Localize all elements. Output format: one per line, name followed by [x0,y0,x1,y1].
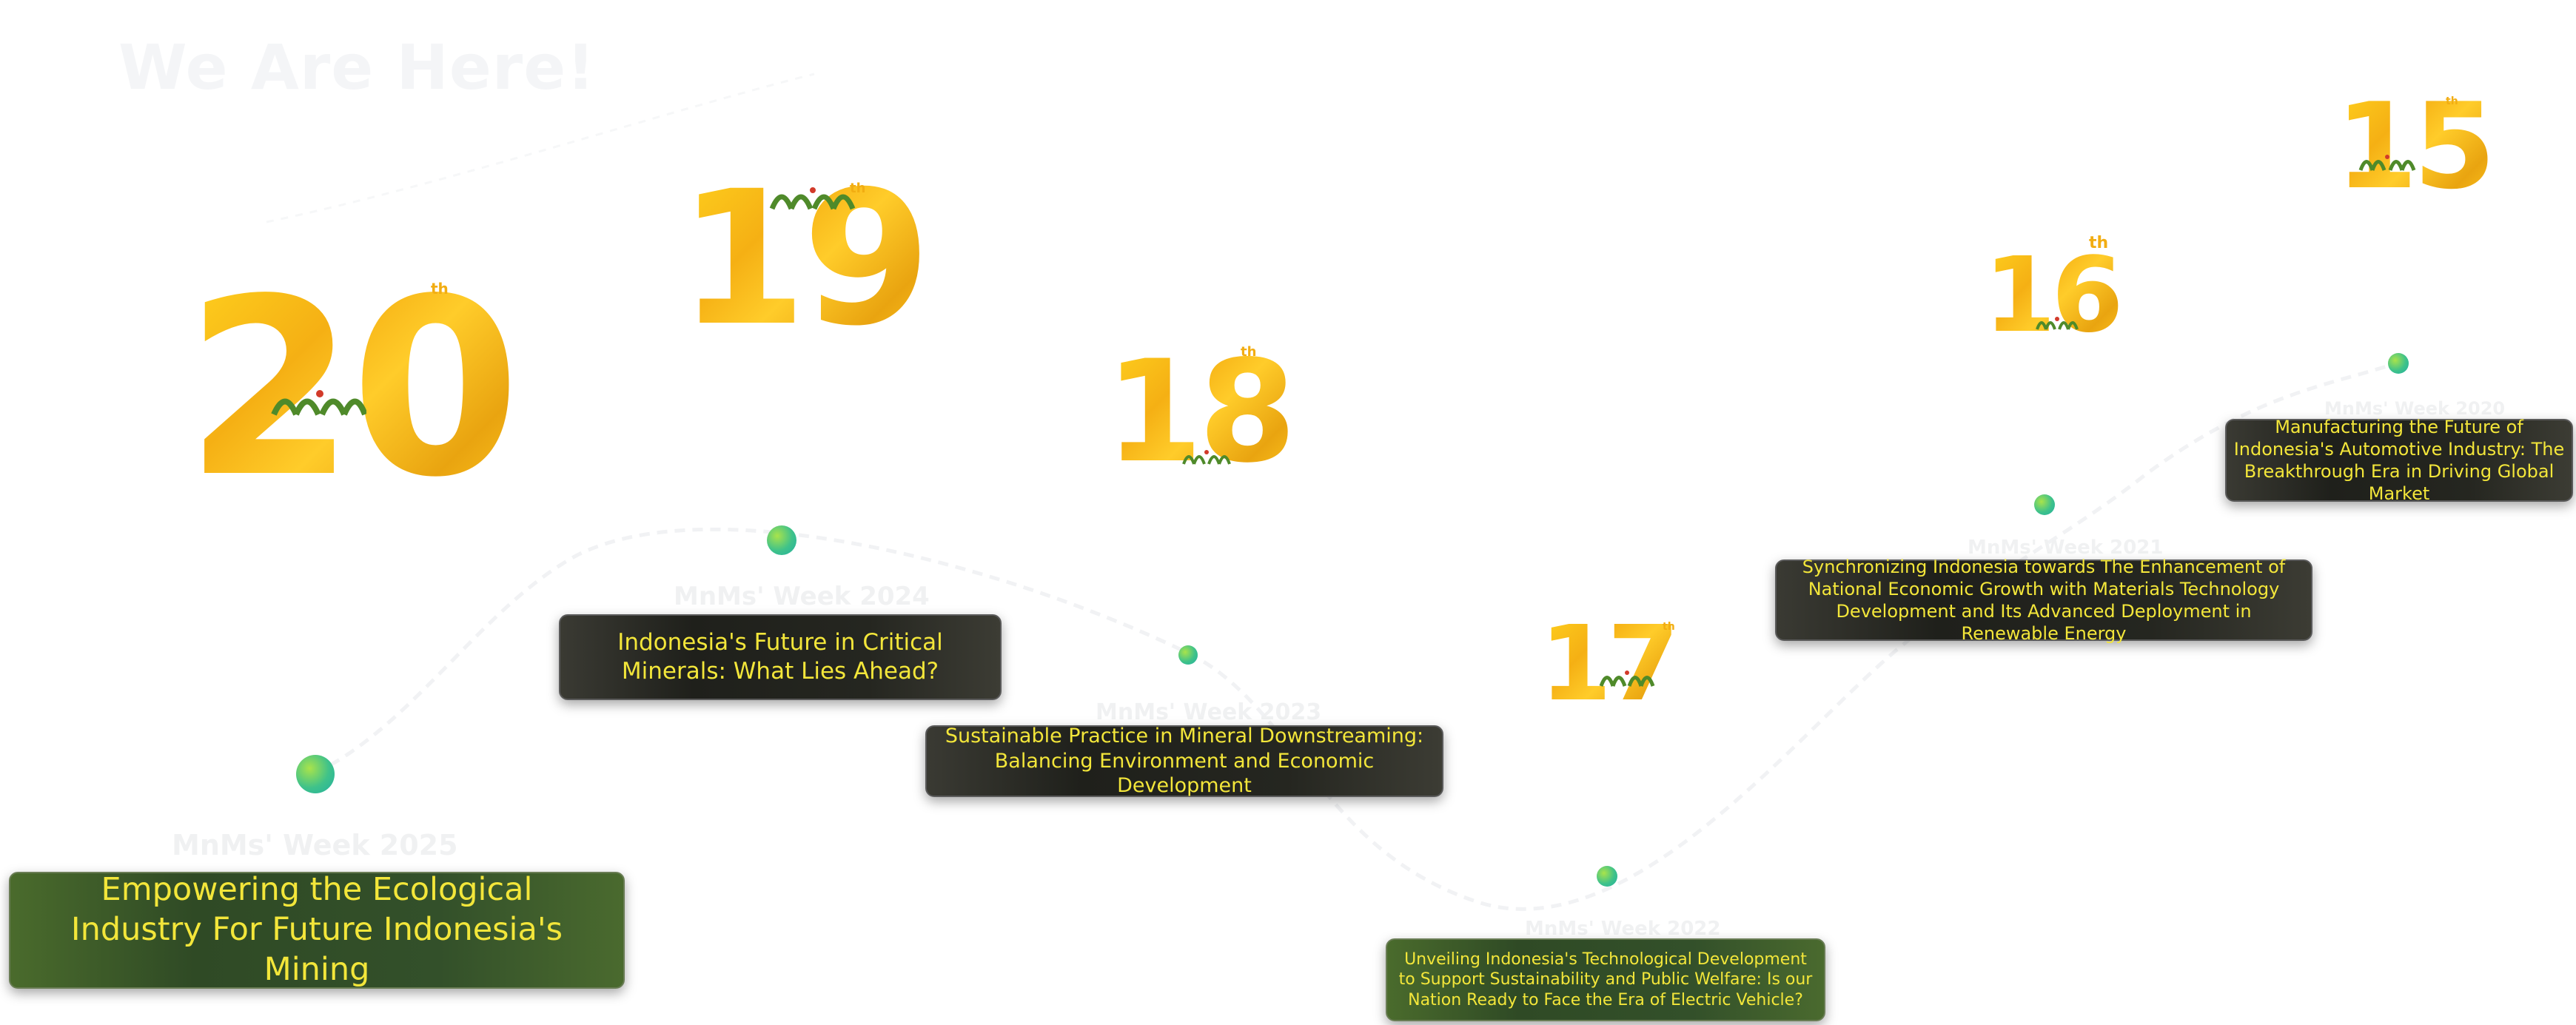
mnm-logo-icon [2036,317,2079,330]
topic-text: Manufacturing the Future of Indonesia's … [2233,417,2565,504]
mnm-logo-icon [271,390,366,416]
timeline-dot[interactable] [2034,494,2055,515]
topic-text: Synchronizing Indonesia towards The Enha… [1802,557,2286,644]
edition-suffix: th [1241,344,1257,360]
topic-card[interactable]: Manufacturing the Future of Indonesia's … [2225,417,2573,504]
topic-text: Indonesia's Future in Critical Minerals:… [617,629,943,685]
timeline-dot[interactable] [1597,866,1617,887]
topic-text: Empowering the Ecological Industry For F… [70,871,563,988]
week-label: MnMs' Week 2025 [172,829,458,861]
timeline-dot[interactable] [767,525,796,555]
edition-number: 15 [2335,77,2496,215]
topic-card[interactable]: Sustainable Practice in Mineral Downstre… [925,725,1443,797]
edition-number: 16 [1984,235,2124,356]
week-label: MnMs' Week 2022 [1525,918,1721,940]
edition-suffix: th [1663,621,1675,633]
edition-suffix: th [2089,234,2109,252]
edition-number: 20 [185,246,520,531]
topic-text: Unveiling Indonesia's Technological Deve… [1398,950,1813,1009]
edition-suffix: th [2446,95,2458,107]
mnm-logo-icon [769,187,856,210]
mnm-logo-icon [2358,155,2416,171]
mnm-logo-icon [1599,671,1655,687]
mnm-logo-icon [1182,450,1231,465]
topic-text: Sustainable Practice in Mineral Downstre… [945,724,1424,798]
timeline-dot[interactable] [296,755,335,793]
edition-suffix: th [431,280,449,298]
page-title: We Are Here! [118,31,596,104]
edition-suffix: th [850,181,866,196]
week-label: MnMs' Week 2023 [1096,699,1322,725]
week-label: MnMs' Week 2021 [1968,537,2164,559]
edition-number: 17 [1540,604,1680,725]
week-label: MnMs' Week 2024 [674,582,930,611]
topic-card[interactable]: Unveiling Indonesia's Technological Deve… [1386,938,1825,1021]
topic-card[interactable]: Empowering the Ecological Industry For F… [9,871,625,989]
topic-card[interactable]: Indonesia's Future in Critical Minerals:… [559,614,1002,700]
week-label: MnMs' Week 2020 [2324,398,2506,419]
topic-card[interactable]: Synchronizing Indonesia towards The Enha… [1775,557,2312,644]
timeline-dot[interactable] [2388,353,2409,374]
timeline-dot[interactable] [1178,645,1198,665]
